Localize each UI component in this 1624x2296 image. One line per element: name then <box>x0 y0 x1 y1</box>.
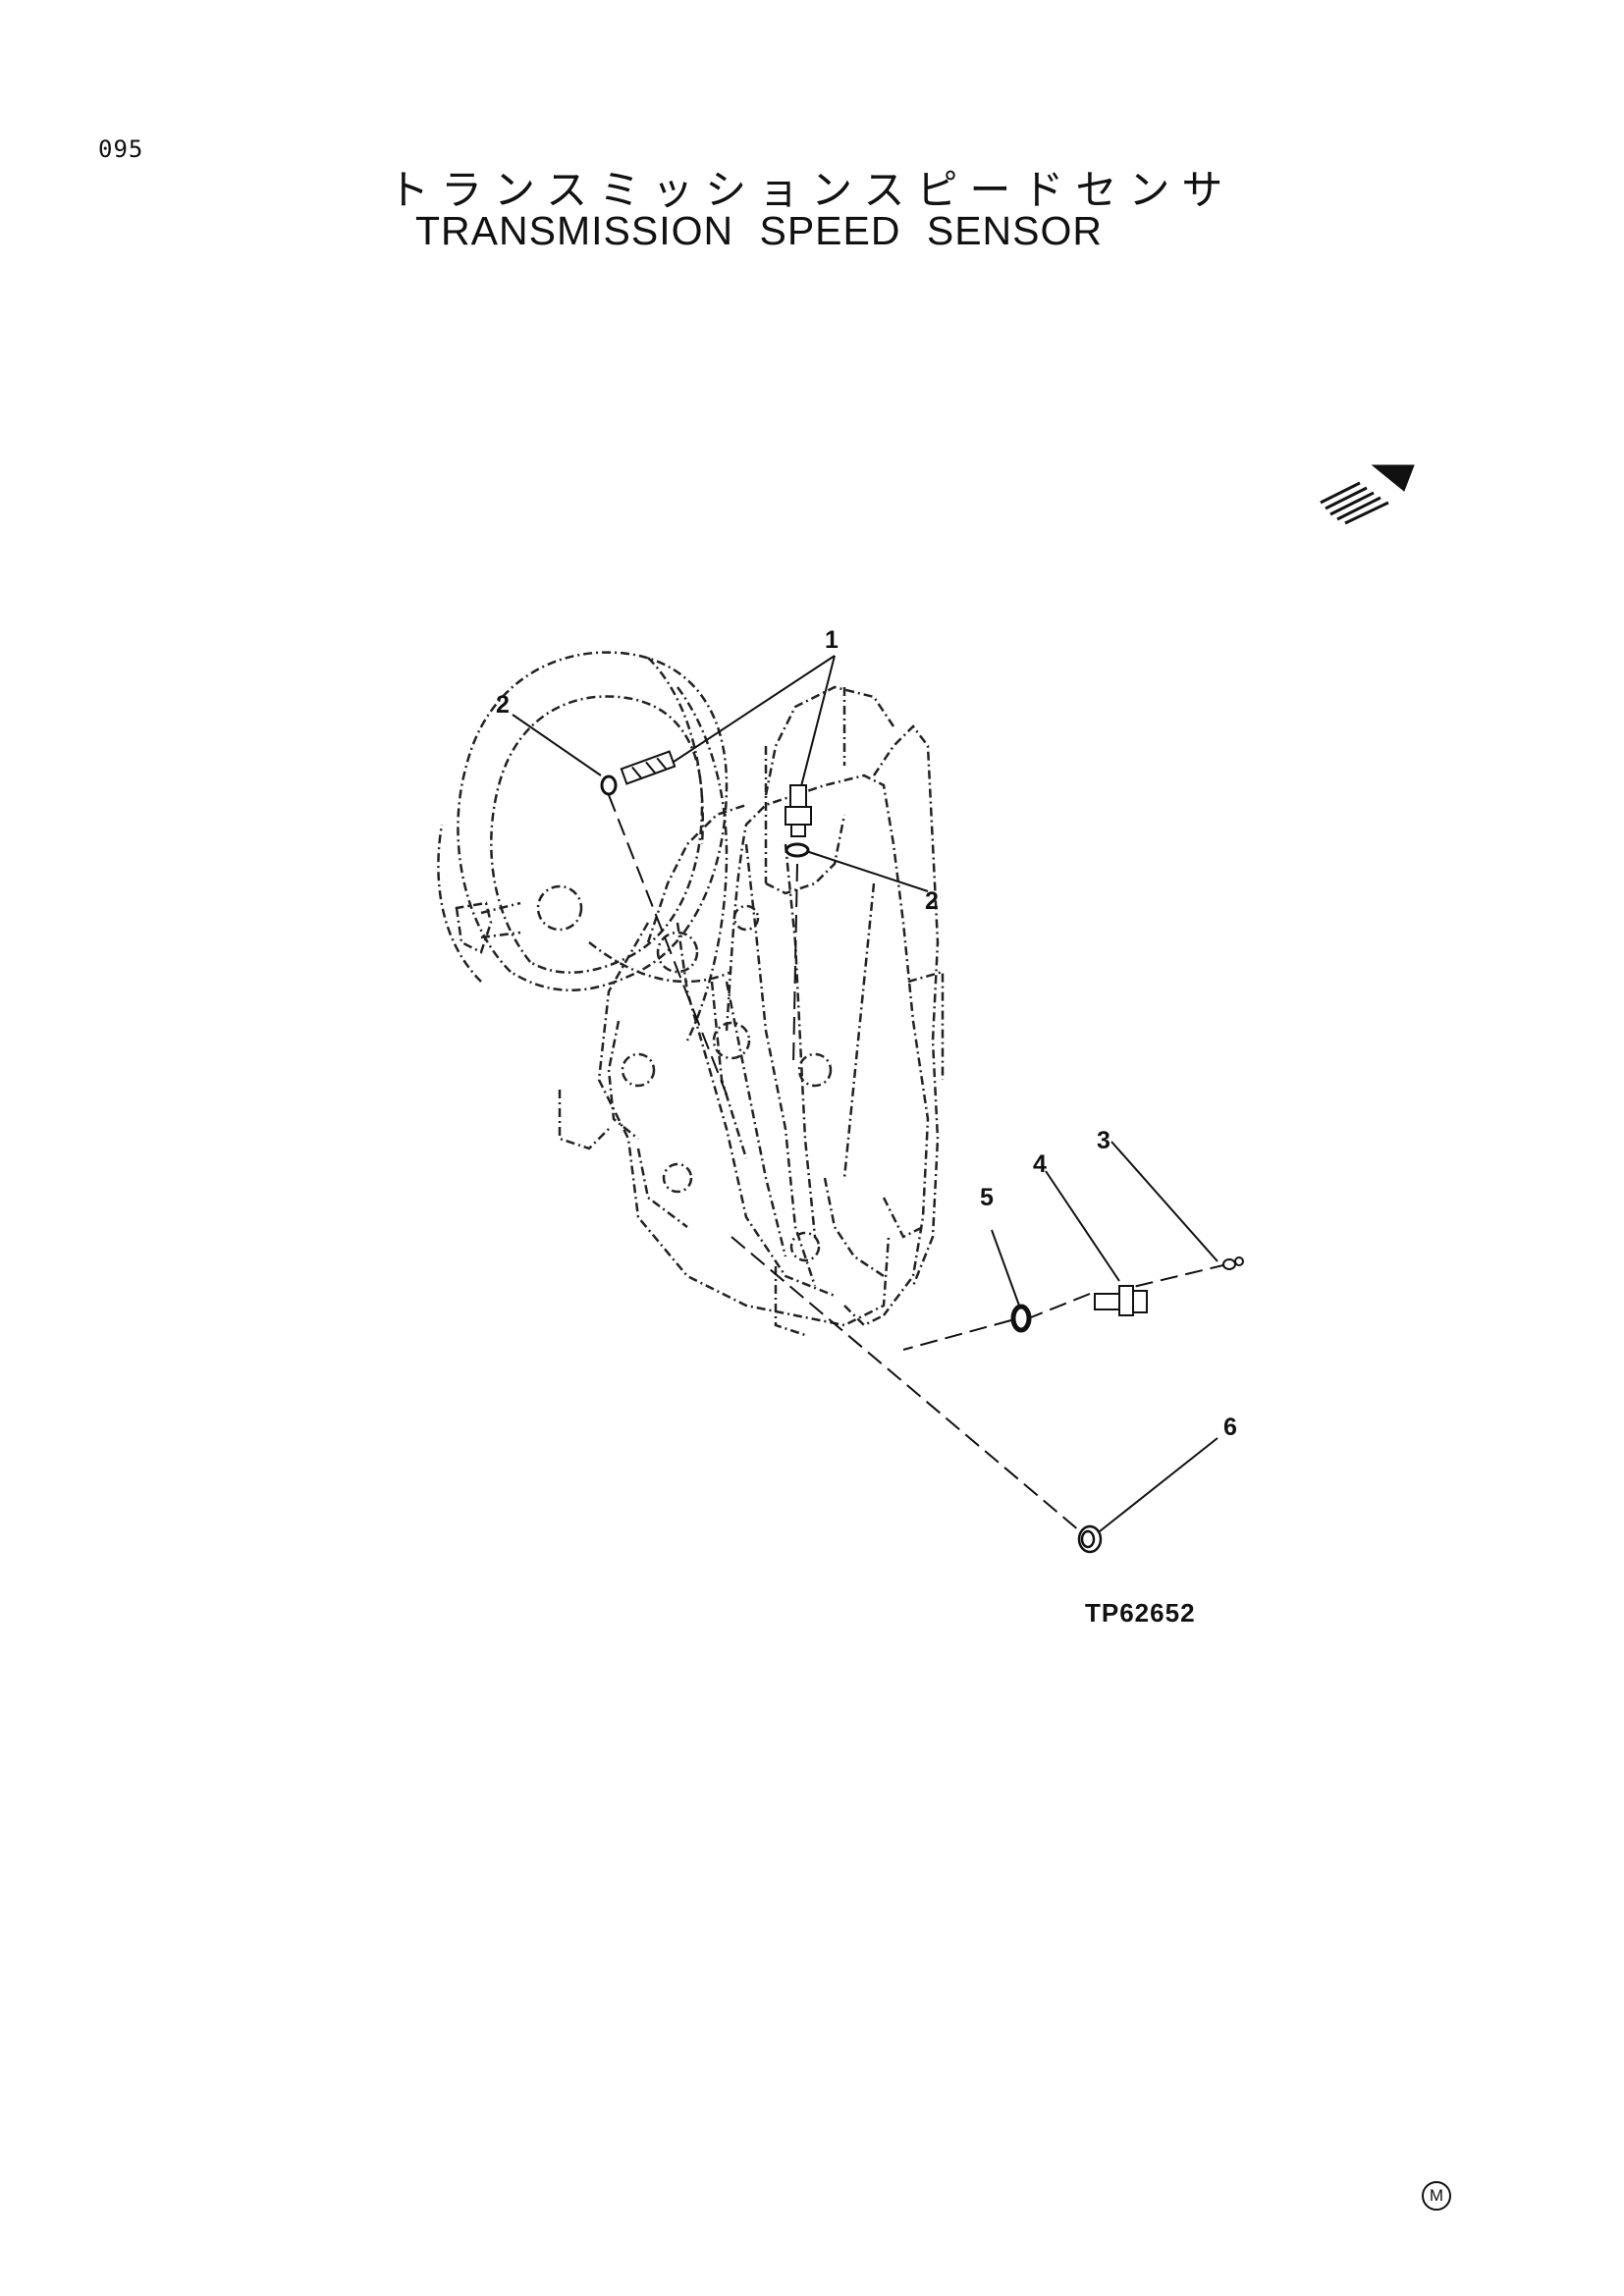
assembly-lines <box>608 794 1228 1532</box>
callout-1: 1 <box>825 626 839 654</box>
callout-2-upper: 2 <box>496 691 510 719</box>
callout-4: 4 <box>1033 1150 1047 1178</box>
speed-sensor-part-vertical <box>785 784 812 837</box>
callout-5: 5 <box>980 1184 994 1211</box>
drawing-code: TP62652 <box>1085 1598 1196 1628</box>
o-ring-part-upper <box>600 774 618 796</box>
plug-part <box>1222 1256 1244 1270</box>
plug-part-6 <box>1077 1524 1103 1554</box>
page-title-english: TRANSMISSION SPEED SENSOR <box>415 208 1104 253</box>
callout-2-lower: 2 <box>925 887 939 915</box>
mark-symbol: M <box>1422 2181 1451 2211</box>
o-ring-part-lower <box>785 842 810 858</box>
callout-6: 6 <box>1223 1414 1237 1441</box>
o-ring-part-5 <box>1010 1304 1032 1333</box>
speed-sensor-part-upper <box>620 750 677 785</box>
page-number: 095 <box>98 135 144 163</box>
leader-lines <box>512 655 1218 1532</box>
callout-3: 3 <box>1097 1127 1110 1154</box>
sensor-part <box>1094 1285 1148 1316</box>
transmission-housing <box>437 651 945 1337</box>
page-title-japanese: トランスミッションスピードセンサ <box>388 166 1235 214</box>
direction-arrow-icon <box>1320 464 1415 525</box>
